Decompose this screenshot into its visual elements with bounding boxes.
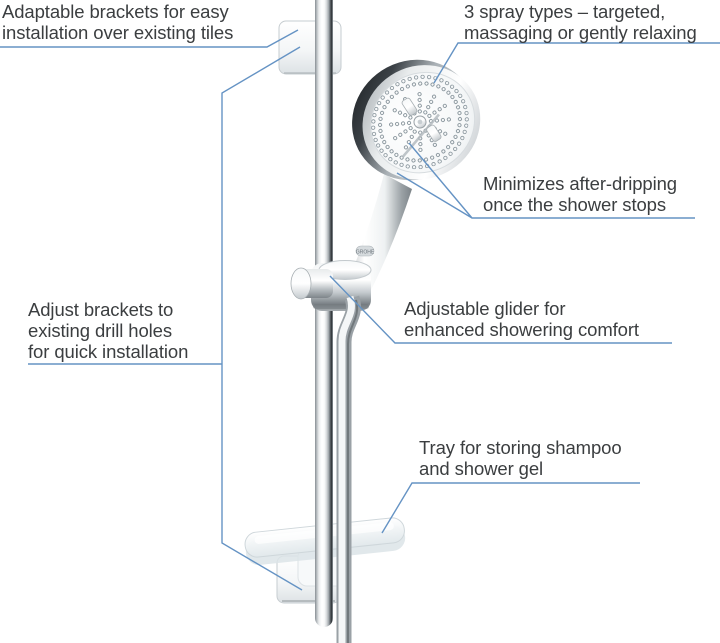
callout-adjust-brackets: Adjust brackets to existing drill holes … bbox=[28, 299, 188, 362]
callout-line: Tray for storing shampoo bbox=[419, 437, 622, 458]
callout-line: Minimizes after-dripping bbox=[483, 173, 677, 194]
callout-line: Adaptable brackets for easy bbox=[2, 1, 229, 22]
callout-tray: Tray for storing shampoo and shower gel bbox=[419, 437, 622, 479]
leader-line-spray-types bbox=[433, 42, 720, 84]
brand-badge-label: GROHE bbox=[356, 250, 375, 256]
shower-hose bbox=[336, 295, 361, 643]
callout-line: for quick installation bbox=[28, 341, 189, 362]
shower-rail bbox=[315, 0, 333, 627]
callout-line: Adjustable glider for bbox=[404, 298, 566, 319]
leader-line-after-dripping bbox=[396, 142, 695, 219]
callout-line: Adjust brackets to bbox=[28, 299, 174, 320]
callout-adaptable-brackets: Adaptable brackets for easy installation… bbox=[2, 1, 233, 43]
callout-spray-types: 3 spray types – targeted, massaging or g… bbox=[464, 1, 697, 43]
callout-line: existing drill holes bbox=[28, 320, 173, 341]
leader-line-tray bbox=[381, 482, 640, 534]
callout-line: and shower gel bbox=[419, 458, 544, 479]
leader-line-adaptable-brackets bbox=[0, 29, 299, 48]
callout-adjustable-glider: Adjustable glider for enhanced showering… bbox=[404, 298, 639, 340]
shower-head bbox=[352, 59, 481, 181]
leader-line-adjust-brackets bbox=[28, 46, 303, 591]
callout-line: enhanced showering comfort bbox=[404, 319, 639, 340]
brand-badge: GROHE bbox=[355, 245, 375, 257]
callout-line: installation over existing tiles bbox=[2, 22, 234, 43]
callout-line: once the shower stops bbox=[483, 194, 667, 215]
callout-after-dripping: Minimizes after-dripping once the shower… bbox=[483, 173, 677, 215]
spray-slot-upper bbox=[401, 97, 418, 116]
leader-line-adjustable-glider bbox=[329, 275, 672, 344]
callout-line: massaging or gently relaxing bbox=[464, 22, 697, 43]
spray-slot-lower bbox=[426, 124, 442, 142]
callout-line: 3 spray types – targeted, bbox=[464, 1, 666, 22]
